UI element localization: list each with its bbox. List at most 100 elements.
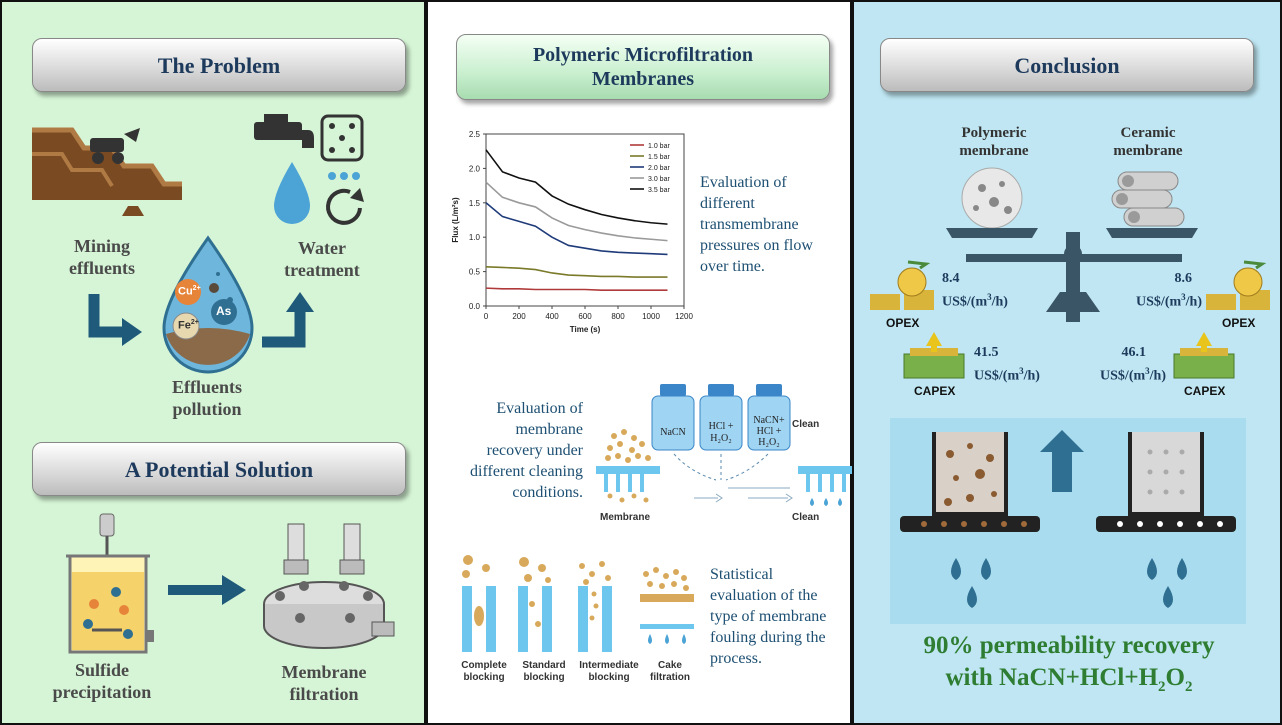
conclusion-header: Conclusion xyxy=(880,38,1254,92)
polluted-drop-icon xyxy=(162,235,254,374)
series-line-2-0-bar xyxy=(485,202,668,256)
solution-header: A Potential Solution xyxy=(32,442,406,496)
clean-membrane-result-icon xyxy=(1096,432,1236,608)
x-tick-label: 1200 xyxy=(675,312,693,321)
mining-icon xyxy=(32,127,182,216)
series-line-1-5-bar xyxy=(485,265,668,278)
complete-blocking-icon xyxy=(462,555,496,652)
x-tick-label: 200 xyxy=(512,312,526,321)
capex-right-value: 46.1 US$/(m3/h) xyxy=(1100,345,1166,384)
standard-blocking-icon xyxy=(518,557,552,652)
capex-left-money-icon xyxy=(903,332,965,379)
polymeric-membrane-icon xyxy=(961,167,1023,229)
capex-left-value: 41.5 US$/(m3/h) xyxy=(974,345,1040,384)
ceramic-label: Ceramic membrane xyxy=(1113,125,1183,159)
membrane-housing-icon xyxy=(263,523,395,649)
legend-label: 1.0 bar xyxy=(648,143,670,150)
arrow-up-right-icon xyxy=(262,292,314,348)
bottle-nacn-label: NaCN xyxy=(660,427,686,438)
y-tick-label: 1.0 xyxy=(469,233,481,242)
cleaning-diagram xyxy=(596,384,852,506)
faucet-icon xyxy=(254,114,364,225)
fouling-diagram xyxy=(462,555,695,652)
membrane-filtration-label: Membrane filtration xyxy=(281,662,367,704)
sulfide-label: Sulfide precipitation xyxy=(52,660,152,702)
x-tick-label: 800 xyxy=(611,312,625,321)
effluents-label: Effluents pollution xyxy=(171,377,242,419)
y-tick-label: 2.5 xyxy=(469,130,481,139)
fouled-membrane-icon xyxy=(900,432,1040,608)
opex-right-coins-icon xyxy=(1206,260,1270,310)
bottle-mix-label: NaCN+HCl +H₂O₂ xyxy=(753,415,785,448)
problem-title: The Problem xyxy=(157,52,281,78)
x-tick-label: 1000 xyxy=(642,312,660,321)
opex-right-value: 8.6 US$/(m3/h) xyxy=(1136,271,1202,310)
arrow-down-right-icon xyxy=(88,294,142,346)
cake-filtration-icon xyxy=(639,567,695,644)
eval-recovery-text: Evaluation of membrane recovery under di… xyxy=(470,400,583,501)
bottle-hcl-label: HCl +H₂O₂ xyxy=(708,421,734,444)
permeability-illustration xyxy=(890,418,1246,624)
flux-chart: 0.0 0.5 1.0 1.5 2.0 2.5 0 200 400 600 800 1000 1200T… xyxy=(446,124,698,342)
y-tick-label: 0.0 xyxy=(469,302,481,311)
opex-left-label: OPEX xyxy=(886,316,920,330)
problem-panel: The Problem Mining effluents Water t xyxy=(0,0,426,725)
polymeric-label: Polymeric membrane xyxy=(959,125,1029,159)
legend-label: 3.5 bar xyxy=(648,187,670,194)
intermediate-blocking-icon xyxy=(578,561,612,652)
y-axis-label: Flux (L/m²s) xyxy=(451,197,460,243)
eval-fouling-text: Statistical evaluation of the type of me… xyxy=(710,566,827,667)
x-tick-label: 400 xyxy=(545,312,559,321)
reactor-icon xyxy=(66,513,154,654)
mining-label: Mining effluents xyxy=(69,236,135,278)
bottle-mix-icon xyxy=(747,384,791,451)
x-tick-label: 600 xyxy=(578,312,592,321)
result-line2: with NaCN+HCl+H2O2 xyxy=(945,664,1193,695)
ion-as-label: As xyxy=(216,304,232,318)
conclusion-title: Conclusion xyxy=(1014,52,1120,78)
capex-left-label: CAPEX xyxy=(914,384,956,398)
y-tick-label: 1.5 xyxy=(469,199,481,208)
capex-right-money-icon xyxy=(1173,332,1235,379)
series-line-3-5-bar xyxy=(485,149,668,225)
membranes-header: Polymeric Microfiltration Membranes xyxy=(456,34,830,100)
bottle-nacn-icon xyxy=(651,384,695,451)
opex-right-label: OPEX xyxy=(1222,316,1256,330)
conclusion-panel: Conclusion Polymeric membrane Ceramic me… xyxy=(852,0,1282,725)
membranes-title: Polymeric Microfiltration Membranes xyxy=(532,44,754,90)
series-line-3-0-bar xyxy=(485,181,668,242)
capex-right-label: CAPEX xyxy=(1184,384,1226,398)
opex-left-value: 8.4 US$/(m3/h) xyxy=(942,271,1008,310)
x-axis-label: Time (s) xyxy=(570,325,601,334)
legend-label: 1.5 bar xyxy=(648,154,670,161)
y-tick-label: 0.5 xyxy=(469,268,481,277)
x-tick-label: 0 xyxy=(484,312,489,321)
y-tick-label: 2.0 xyxy=(469,164,481,173)
dirty-membrane-icon xyxy=(596,429,660,503)
clean-membrane-icon xyxy=(798,466,852,506)
solution-title: A Potential Solution xyxy=(124,456,314,482)
bottle-hcl-icon xyxy=(699,384,743,451)
membrane-caption: Membrane xyxy=(600,512,651,523)
result-text: 90% permeability recovery with NaCN+HCl+… xyxy=(874,630,1264,703)
opex-left-coins-icon xyxy=(870,260,934,310)
legend-label: 3.0 bar xyxy=(648,176,670,183)
balance-scale-icon xyxy=(946,167,1198,322)
clean-bottom-label: Clean xyxy=(792,512,820,523)
legend-label: 2.0 bar xyxy=(648,165,670,172)
arrow-right-icon xyxy=(168,575,246,605)
ion-cu-label: Cu2+ xyxy=(178,285,201,298)
problem-header: The Problem xyxy=(32,38,406,92)
ion-fe-label: Fe2+ xyxy=(178,319,199,332)
series-line-1-0-bar xyxy=(485,287,668,291)
result-line1: 90% permeability recovery xyxy=(923,632,1215,659)
clean-top-label: Clean xyxy=(792,419,820,430)
ceramic-membrane-icon xyxy=(1111,171,1185,227)
water-treatment-label: Water treatment xyxy=(284,238,360,280)
